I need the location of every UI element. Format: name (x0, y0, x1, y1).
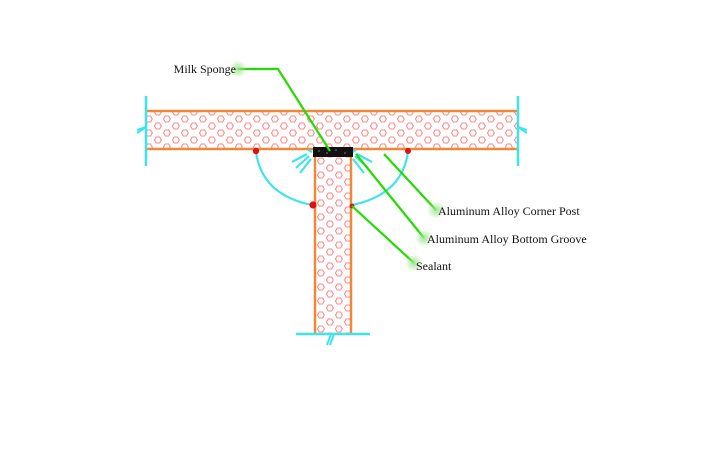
leader-lines (238, 67, 437, 264)
label-bottom-groove: Aluminum Alloy Bottom Groove (427, 232, 587, 246)
label-corner-post: Aluminum Alloy Corner Post (438, 204, 580, 218)
label-milk-sponge: Milk Sponge (174, 62, 236, 76)
milk-sponge-strip (313, 147, 353, 157)
leader-corner-post (383, 153, 437, 211)
vertical-panel (296, 149, 370, 346)
leader-bottom-groove (355, 153, 425, 239)
label-glows (229, 60, 445, 272)
leader-milk-sponge (238, 67, 331, 152)
leader-sealant (351, 205, 415, 264)
label-sealant: Sealant (416, 259, 452, 273)
horizontal-panel (136, 96, 528, 166)
